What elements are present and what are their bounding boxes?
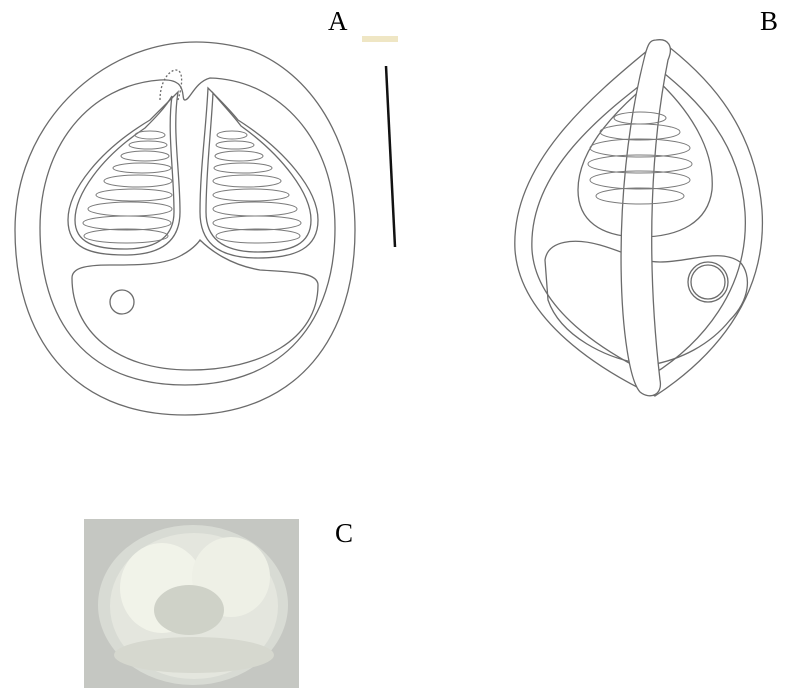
photo-shadow	[154, 585, 224, 635]
panel-a-polar-filament-tip	[160, 70, 182, 100]
photo-rim	[114, 637, 274, 673]
panel-a-drawing	[15, 42, 355, 415]
scale-bar-caption-smudge	[362, 36, 398, 42]
panel-a-left-coils	[83, 131, 172, 243]
panel-a-left-capsule	[68, 92, 180, 255]
panel-a-right-capsule	[200, 88, 318, 258]
panel-b-nucleus	[688, 262, 728, 302]
scale-bar	[386, 66, 395, 247]
panel-b-nucleus-inner	[691, 265, 725, 299]
panel-a-right-coils	[213, 131, 301, 243]
panel-b-drawing	[515, 40, 763, 396]
panel-c-micrograph	[84, 519, 299, 688]
panel-a-sporoplasm	[72, 240, 318, 370]
panel-b-sutural-ridge	[621, 40, 670, 396]
panel-a-nucleus	[110, 290, 134, 314]
panel-a-outer-shell	[15, 42, 355, 415]
